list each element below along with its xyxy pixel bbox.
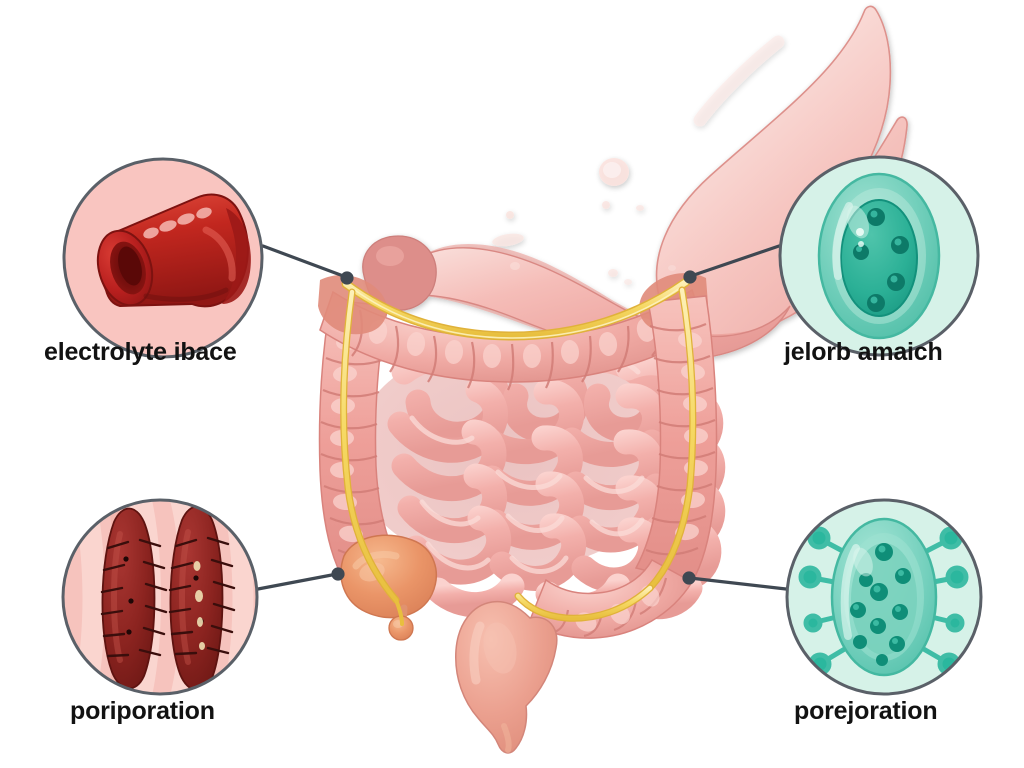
callout-label-bottom-right: porejoration bbox=[794, 697, 938, 725]
leader-endpoint-top-left bbox=[340, 271, 354, 285]
leader-endpoint-top-right bbox=[683, 270, 697, 284]
callout-label-top-left: electrolyte ibace bbox=[44, 338, 237, 366]
stomach bbox=[362, 5, 908, 360]
flagellated-bacterium-icon bbox=[798, 517, 969, 677]
leader-endpoint-bottom-right bbox=[682, 571, 696, 585]
blood-vessel-icon bbox=[96, 193, 251, 308]
callout-label-bottom-left: poriporation bbox=[70, 697, 215, 725]
callout-bottom-left[interactable] bbox=[61, 498, 259, 696]
leader-line-bottom-right bbox=[688, 576, 788, 591]
protozoan-cell-icon bbox=[817, 172, 941, 340]
callout-bottom-right[interactable] bbox=[785, 498, 983, 696]
callout-top-right[interactable] bbox=[778, 155, 980, 357]
callout-top-left[interactable] bbox=[62, 157, 264, 359]
leader-endpoint-bottom-left bbox=[331, 567, 345, 581]
callout-label-top-right: jelorb amaich bbox=[784, 338, 943, 366]
taenia-coli-band bbox=[340, 277, 697, 626]
leader-line-top-right bbox=[689, 244, 781, 278]
leader-line-bottom-left bbox=[256, 572, 339, 591]
leader-line-top-left bbox=[261, 244, 348, 279]
descending-colon bbox=[634, 295, 718, 583]
rectum bbox=[455, 600, 558, 754]
